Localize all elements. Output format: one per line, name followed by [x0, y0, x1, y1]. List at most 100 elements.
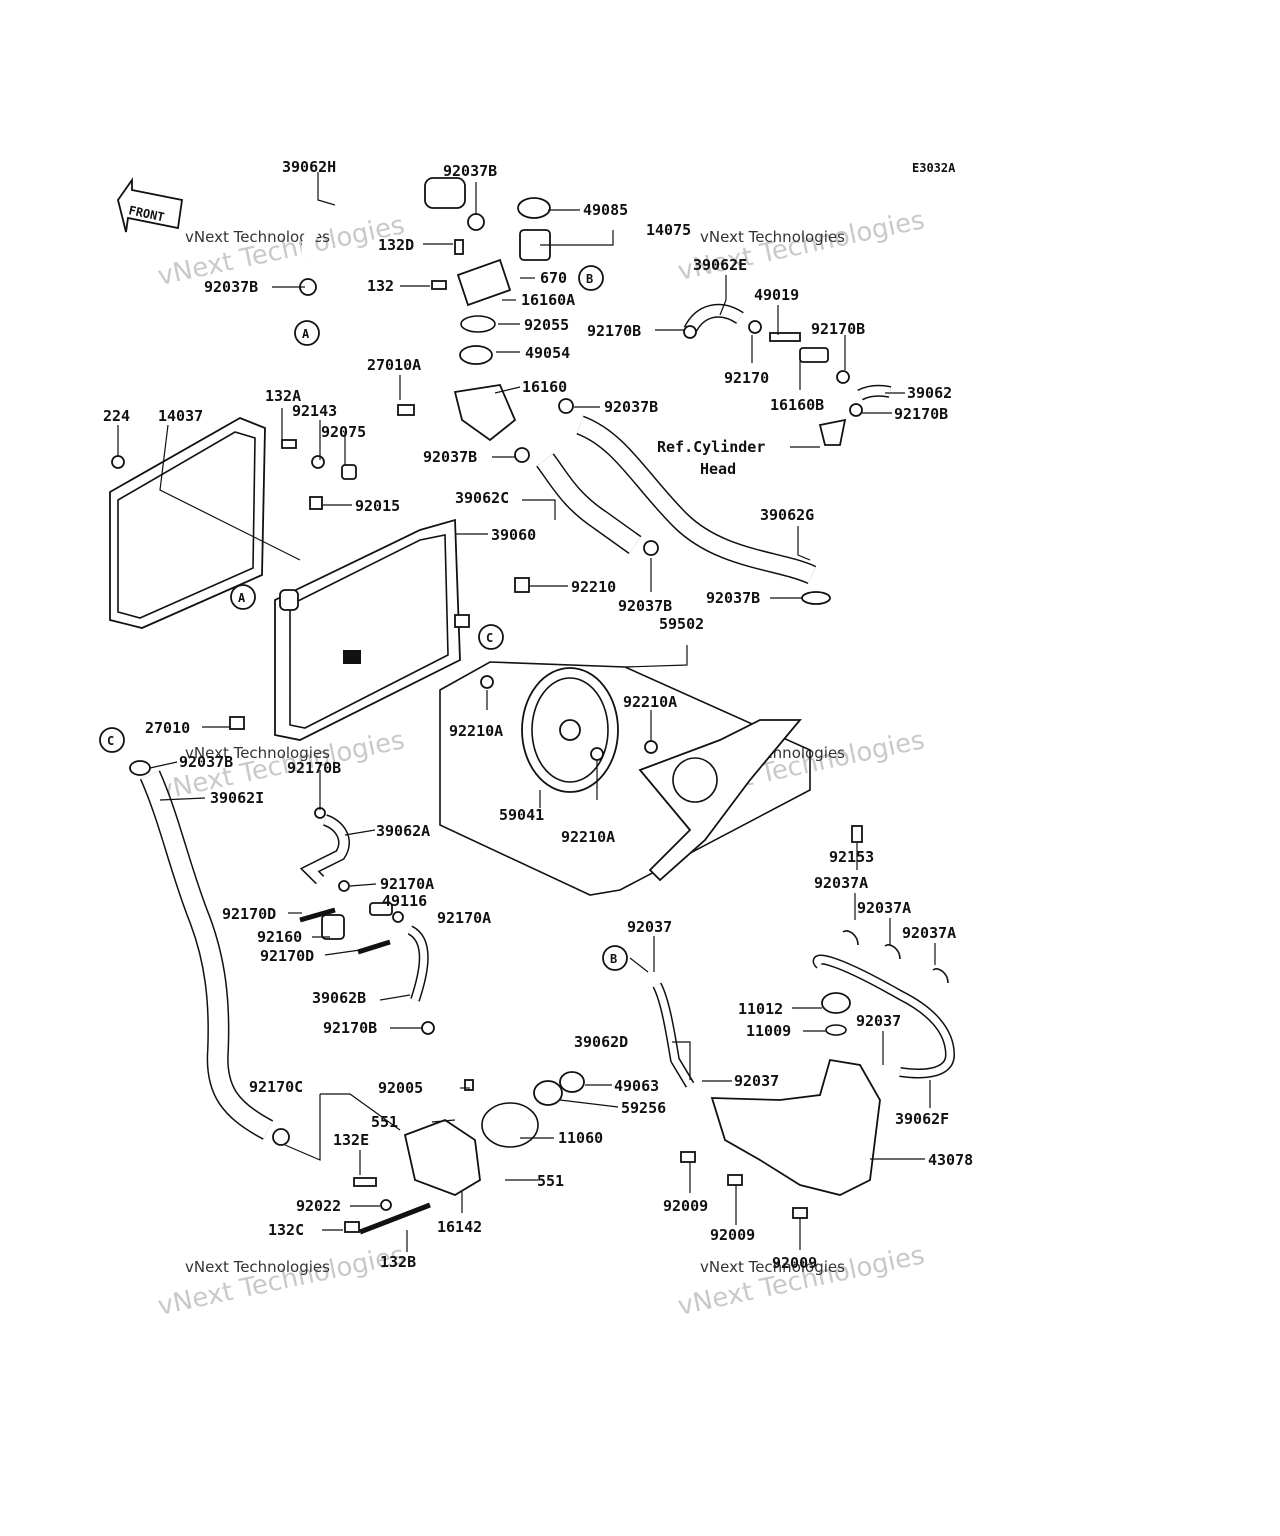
ref-head-text: Head: [700, 460, 736, 478]
water-pump: [344, 1071, 585, 1235]
part-label: 39062D: [574, 1033, 628, 1051]
fan-switch-icon: [229, 716, 245, 730]
part-label: 49116: [382, 892, 427, 910]
part-label: 16160: [522, 378, 567, 396]
clip-icon: [309, 496, 323, 510]
part-label: 92037B: [604, 398, 658, 416]
part-label: 92210: [571, 578, 616, 596]
watermark-text: vNext Technologies: [700, 228, 845, 246]
diagram-code: E3032A: [912, 161, 956, 175]
svg-text:C: C: [486, 631, 493, 645]
part-label: 92037B: [423, 448, 477, 466]
part-label: 92037A: [902, 924, 956, 942]
part-label: 92170A: [437, 909, 491, 927]
part-label: 92075: [321, 423, 366, 441]
part-label: 39062F: [895, 1110, 949, 1128]
thermostat-housing-group: [299, 197, 574, 463]
part-label: 132E: [333, 1131, 369, 1149]
watermark-text: vNext Technologies: [675, 1240, 927, 1322]
part-label: 92160: [257, 928, 302, 946]
part-label: 92009: [772, 1254, 817, 1272]
part-label: 92037: [734, 1072, 779, 1090]
part-label: 14037: [158, 407, 203, 425]
fitting-icon: [818, 418, 847, 446]
part-label: 49054: [525, 344, 570, 362]
watermark-text: vNext Technologies: [185, 1258, 330, 1276]
grommet-icon: [341, 464, 357, 480]
o-ring-icon: [460, 315, 496, 333]
part-label: 39062: [907, 384, 952, 402]
part-label: 92170B: [287, 759, 341, 777]
radiator-neck-icon: [279, 589, 299, 611]
svg-text:C: C: [107, 734, 114, 748]
fan-assembly-box: [439, 661, 863, 896]
part-label: 132C: [268, 1221, 304, 1239]
part-label: 224: [103, 407, 130, 425]
upper-hose-39062H: [301, 177, 466, 264]
part-label: 39062C: [455, 489, 509, 507]
part-label: 92037: [627, 918, 672, 936]
part-label: 39062G: [760, 506, 814, 524]
clamp-icon: [558, 398, 574, 414]
fan-shroud-icon: [638, 719, 802, 882]
temp-sensor-icon: [397, 404, 415, 416]
logo-plate-icon: [343, 650, 361, 664]
callout-C-radiator: C: [478, 624, 504, 650]
part-label: 92210A: [561, 828, 615, 846]
part-label: 39062I: [210, 789, 264, 807]
bolt-icon: [353, 1177, 377, 1187]
part-label: 92037B: [179, 753, 233, 771]
callout-B-top: B: [578, 265, 604, 291]
ref-cylinder-text: Ref.Cylinder: [657, 438, 765, 456]
part-label: 92015: [355, 497, 400, 515]
part-label: 551: [371, 1113, 398, 1131]
hose-39062G: [576, 415, 831, 605]
part-label: 92009: [710, 1226, 755, 1244]
part-label: 92005: [378, 1079, 423, 1097]
watermark-text: vNext Technologies: [700, 1258, 845, 1276]
radiator: [229, 439, 530, 741]
part-label: 92037: [856, 1012, 901, 1030]
part-label: 92037B: [706, 589, 760, 607]
part-label: 39062E: [693, 256, 747, 274]
part-label: 16160B: [770, 396, 824, 414]
bolt-icon: [727, 1174, 743, 1186]
bolt-icon: [454, 239, 464, 255]
part-label: 92170D: [260, 947, 314, 965]
radiator-cap-icon: [517, 197, 551, 219]
bolt-icon: [281, 439, 297, 449]
part-label: 43078: [928, 1151, 973, 1169]
svg-text:B: B: [610, 952, 617, 966]
part-label: 92210A: [449, 722, 503, 740]
bolt-icon: [431, 280, 447, 290]
part-label: 59041: [499, 806, 544, 824]
part-label: 39062H: [282, 158, 336, 176]
watermark-text: vNext Technologies: [155, 1240, 407, 1322]
part-label: 551: [537, 1172, 564, 1190]
part-label: 16160A: [521, 291, 575, 309]
part-label: 59256: [621, 1099, 666, 1117]
part-label: 132: [367, 277, 394, 295]
part-label: 49063: [614, 1077, 659, 1095]
callout-A-top: A: [294, 320, 320, 346]
clamp-icon: [467, 213, 485, 231]
tank-cap-icon: [821, 992, 851, 1014]
part-label: 59502: [659, 615, 704, 633]
thermostat-icon: [459, 345, 493, 365]
seal-icon: [559, 1071, 585, 1093]
part-label: 92170B: [323, 1019, 377, 1037]
part-label: 27010A: [367, 356, 421, 374]
part-label: 92037A: [857, 899, 911, 917]
part-label: 132D: [378, 236, 414, 254]
bolt-icon: [851, 825, 863, 843]
callout-A-radiator: A: [230, 584, 256, 610]
part-label: 92170B: [587, 322, 641, 340]
part-label: 92170D: [222, 905, 276, 923]
fitting-icon: [369, 902, 393, 916]
part-label: 92153: [829, 848, 874, 866]
part-label: 39060: [491, 526, 536, 544]
thermostat-housing-icon: [453, 384, 517, 442]
part-label: 49019: [754, 286, 799, 304]
